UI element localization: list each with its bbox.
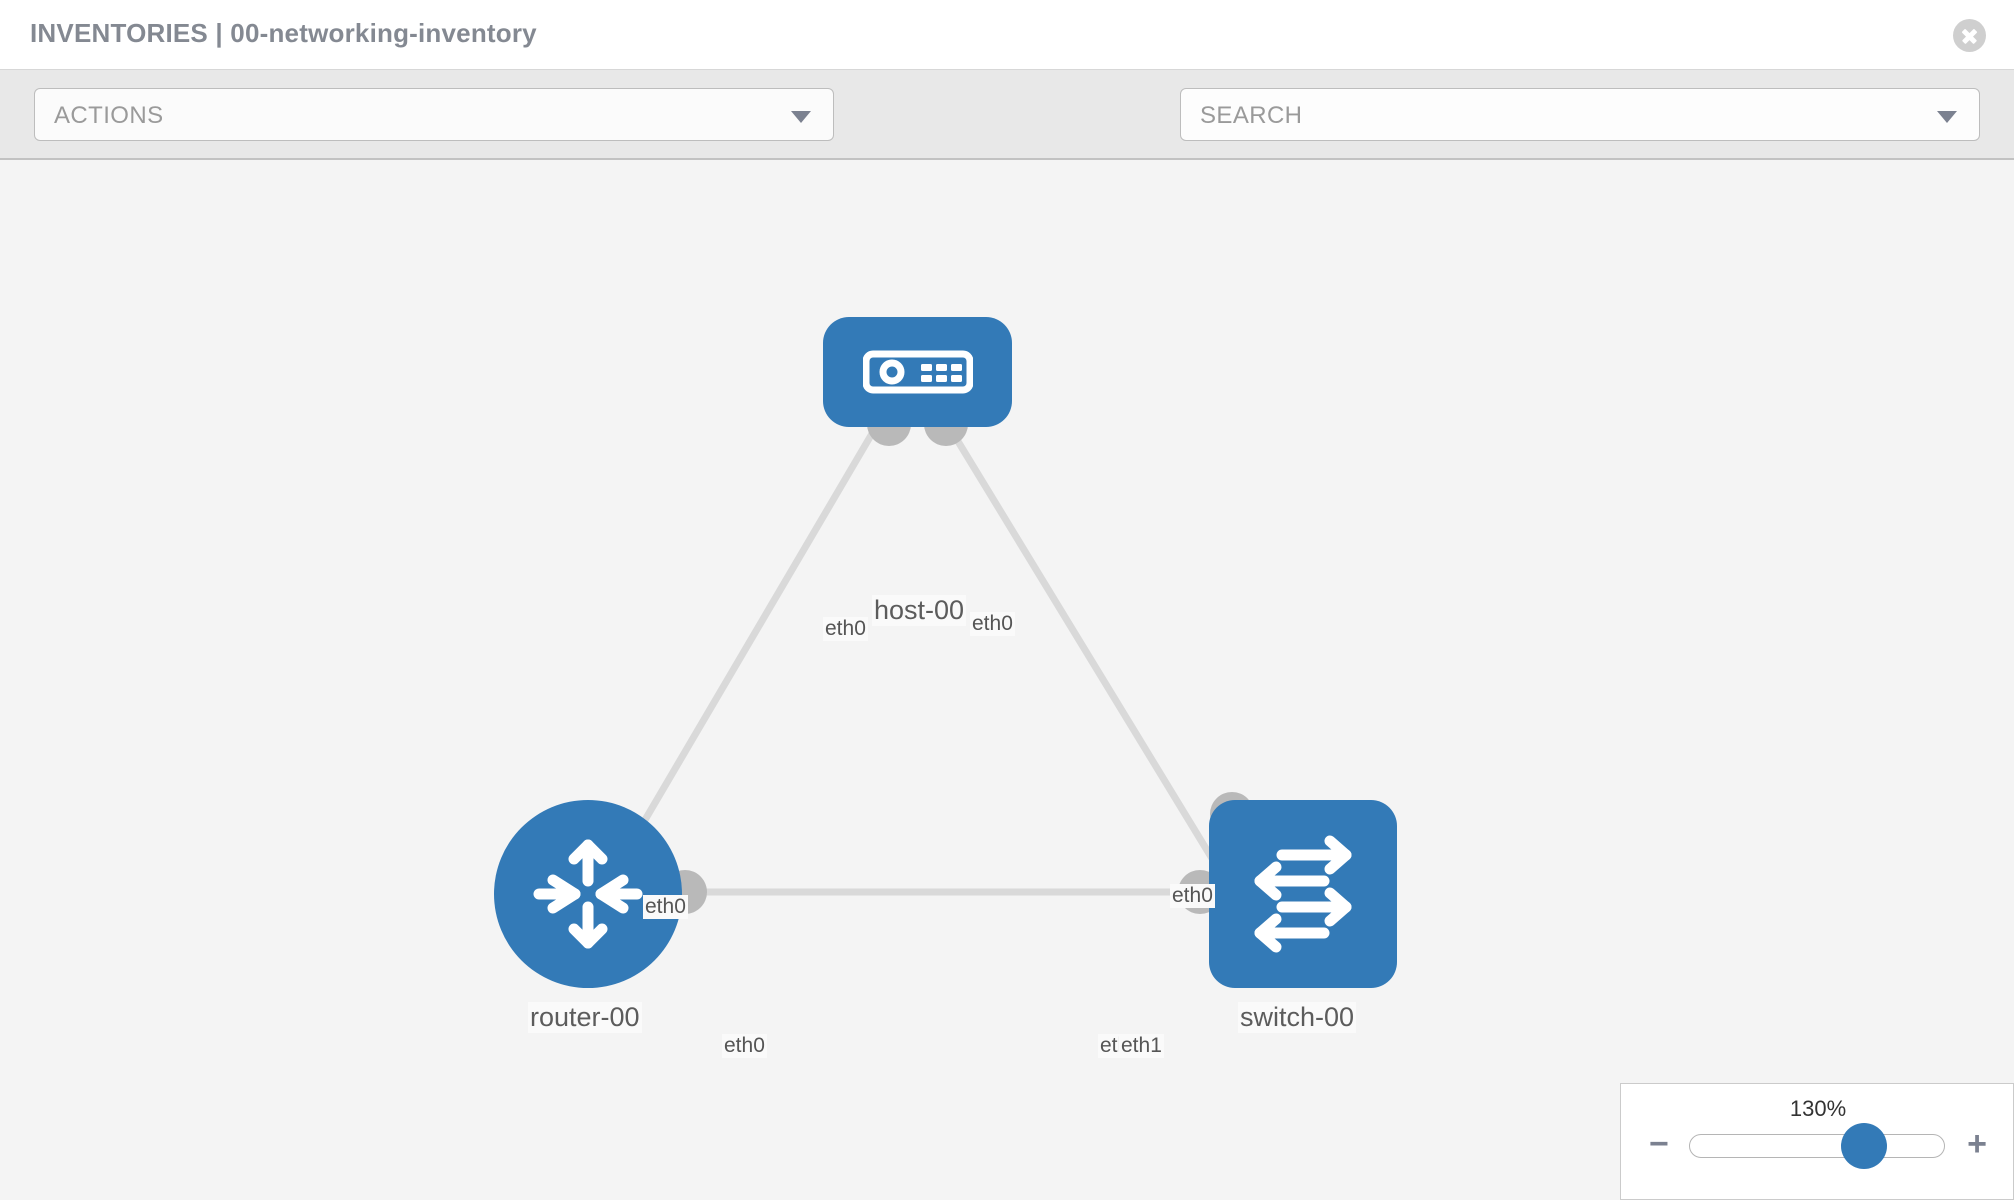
page-title: INVENTORIES | 00-networking-inventory (30, 18, 537, 48)
topology-links (601, 402, 1254, 914)
node-switch-00-shape[interactable] (1209, 800, 1397, 988)
chevron-down-icon (791, 111, 811, 123)
topology-canvas[interactable]: host-00 eth0 eth0 router-00 eth0 eth0 (0, 162, 2014, 1200)
node-router-00-label: router-00 (528, 1002, 642, 1033)
node-host-00-label: host-00 (872, 595, 967, 626)
server-icon (862, 350, 973, 394)
toolbar: ACTIONS SEARCH (0, 70, 2014, 203)
zoom-in-button[interactable]: + (1967, 1125, 1987, 1163)
switch-icon (1254, 835, 1352, 953)
close-icon[interactable] (1953, 19, 1986, 52)
actions-dropdown[interactable]: ACTIONS (34, 88, 834, 141)
zoom-slider-track[interactable] (1689, 1134, 1945, 1158)
router-icon (533, 839, 643, 949)
if-label-host-left: eth0 (823, 617, 868, 641)
node-router-00-shape[interactable] (494, 800, 682, 988)
if-label-router-right: eth0 (722, 1034, 767, 1058)
if-label-switch-up: eth0 (1170, 884, 1215, 908)
chevron-down-icon (1937, 111, 1957, 123)
node-host-00-shape[interactable] (823, 317, 1012, 427)
link-host-switch (942, 418, 1233, 890)
zoom-level-value: 130% (1789, 1096, 1847, 1121)
if-label-router-up: eth0 (643, 895, 688, 919)
node-switch-00-label: switch-00 (1238, 1002, 1357, 1033)
search-input[interactable]: SEARCH (1180, 88, 1980, 141)
page-header: INVENTORIES | 00-networking-inventory (0, 0, 2014, 70)
link-host-router (601, 418, 884, 890)
if-label-host-right: eth0 (970, 612, 1015, 636)
zoom-slider-thumb[interactable] (1841, 1123, 1887, 1169)
search-placeholder: SEARCH (1200, 102, 1303, 129)
actions-dropdown-label: ACTIONS (54, 102, 164, 129)
if-label-switch-left-b: eth1 (1119, 1034, 1164, 1058)
zoom-out-button[interactable]: − (1649, 1125, 1669, 1163)
zoom-control-panel: 130% − + (1620, 1083, 2014, 1200)
